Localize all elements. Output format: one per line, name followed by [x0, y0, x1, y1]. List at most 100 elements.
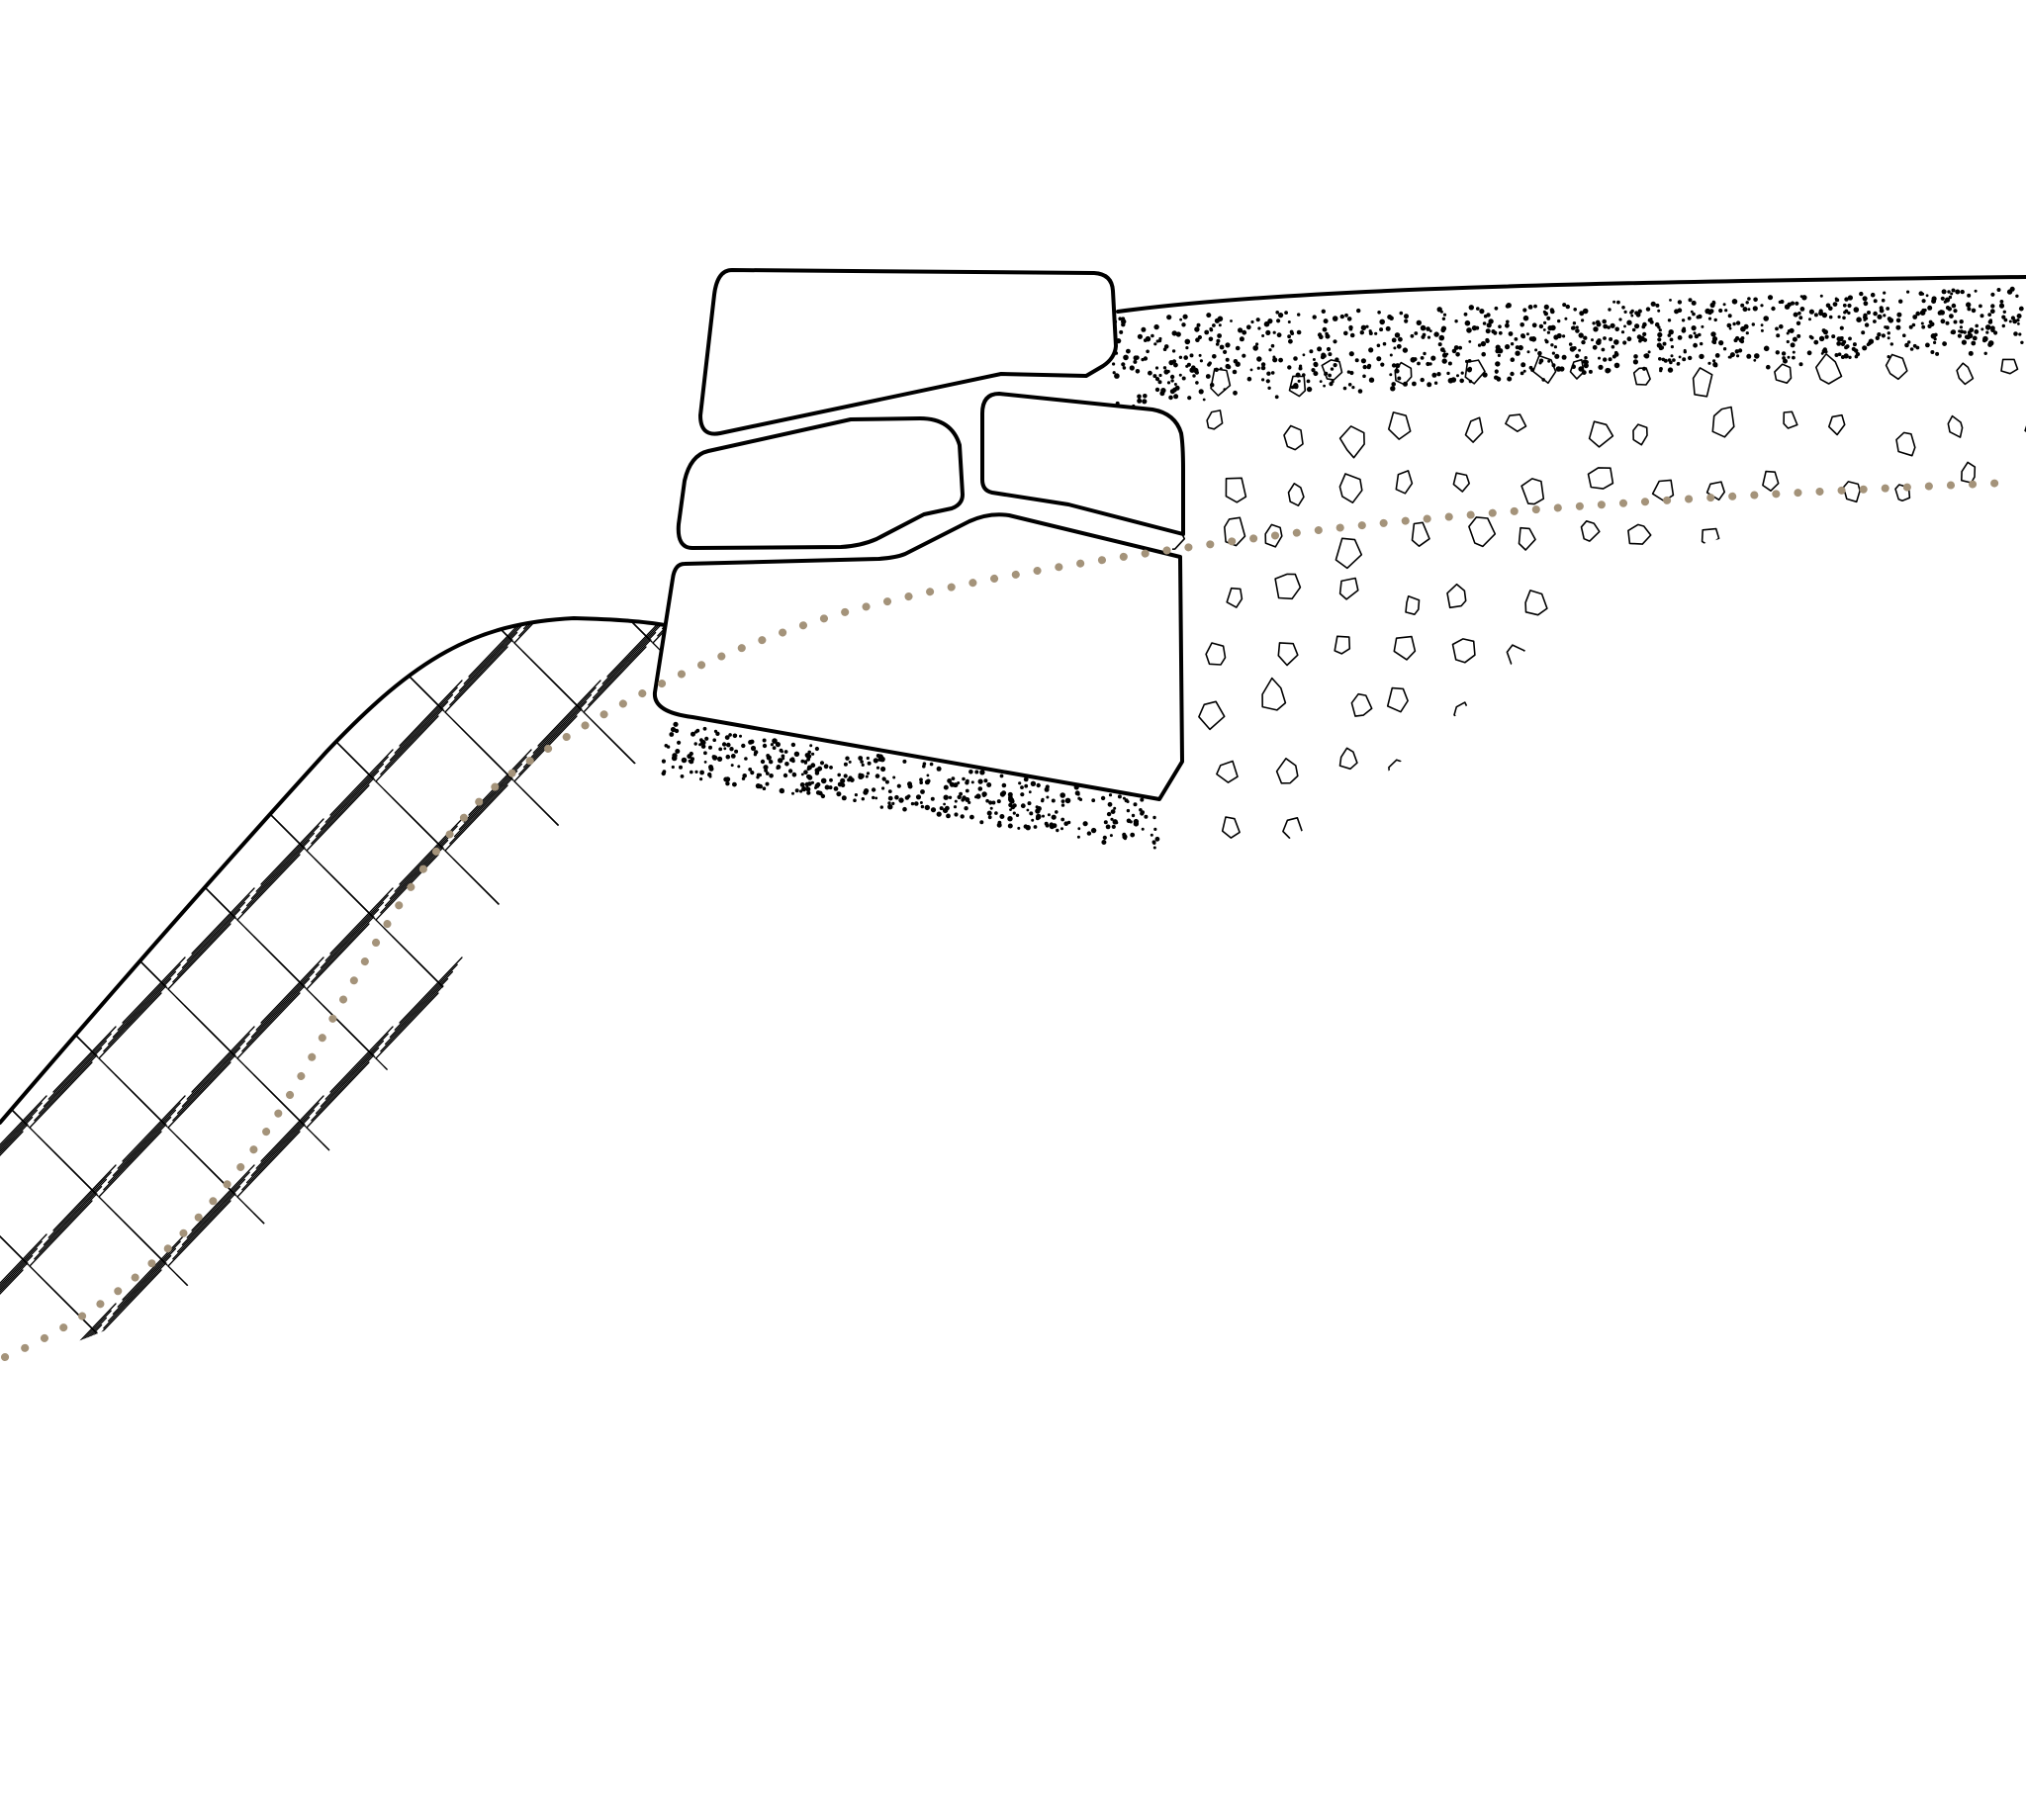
hatch-stroke	[98, 780, 162, 845]
stipple-dot	[1931, 296, 1937, 302]
hatch-stroke	[652, 1196, 665, 1260]
stipple-dot	[1533, 304, 1537, 309]
hatch-stroke	[98, 992, 162, 1059]
stipple-dot	[1219, 344, 1225, 350]
stipple-dot	[1154, 387, 1160, 393]
stipple-dot	[986, 810, 992, 816]
hatch-stroke	[172, 1193, 236, 1260]
hatch-stroke	[527, 970, 593, 1039]
stipple-dot	[1313, 371, 1319, 377]
hatch-stroke	[0, 992, 24, 1059]
stipple-dot	[1572, 346, 1577, 350]
stipple-dot	[1209, 326, 1213, 331]
stipple-dot	[1752, 306, 1758, 312]
hatch-stroke	[468, 618, 532, 678]
stipple-dot	[1691, 325, 1697, 331]
stipple-dot	[1256, 356, 1262, 362]
stipple-dot	[1238, 327, 1243, 333]
hatch-stroke	[47, 1310, 112, 1365]
stipple-dot	[946, 813, 951, 819]
stipple-dot	[694, 770, 698, 774]
stipple-dot	[691, 757, 694, 762]
hatch-stroke	[278, 683, 307, 712]
hatch-stroke	[70, 891, 99, 920]
stipple-dot	[1166, 369, 1170, 374]
hatch-stroke	[123, 542, 185, 607]
stipple-dot	[1399, 311, 1404, 316]
hatch-stroke	[449, 777, 513, 845]
stipple-dot	[848, 760, 852, 764]
stipple-dot	[1562, 303, 1567, 308]
stipple-dot	[1395, 363, 1401, 369]
stipple-dot	[1440, 327, 1446, 333]
stipple-dot	[887, 804, 893, 810]
stipple-dot	[1328, 352, 1333, 357]
pebble	[1388, 411, 1412, 440]
hatch-stroke	[167, 784, 231, 852]
stipple-dot	[1864, 317, 1869, 320]
hatch-stroke	[123, 667, 166, 710]
stipple-dot	[1476, 307, 1480, 311]
hatch-stroke	[315, 631, 380, 699]
hatch-stroke	[0, 847, 29, 914]
hatch-stroke	[2, 1377, 29, 1404]
hatch-stroke	[468, 887, 532, 955]
stipple-dot	[879, 756, 885, 763]
stipple-dot	[669, 732, 675, 737]
stipple-dot	[1302, 353, 1306, 357]
hatch-stroke	[107, 618, 172, 630]
stipple-dot	[1886, 307, 1890, 311]
stipple-dot	[1581, 370, 1587, 375]
stipple-dot	[1122, 366, 1127, 370]
stipple-dot	[1001, 790, 1007, 796]
stipple-dot	[1356, 308, 1361, 314]
hatch-stroke	[606, 749, 665, 816]
stipple-dot	[1792, 355, 1796, 360]
bedding-stipple	[661, 721, 1160, 850]
pebble	[1518, 526, 1536, 551]
hatch-stroke	[592, 631, 657, 699]
stipple-dot	[704, 736, 709, 741]
stipple-dot	[1588, 369, 1593, 374]
stipple-dot	[1313, 362, 1319, 368]
hatch-stroke	[463, 1171, 527, 1238]
hatch-stroke	[383, 1065, 440, 1123]
hatch-stroke	[0, 854, 24, 921]
stipple-dot	[677, 740, 682, 745]
stipple-dot	[1133, 359, 1138, 364]
hatch-stroke	[176, 770, 241, 838]
stipple-dot	[1939, 310, 1945, 316]
pebble	[1588, 420, 1614, 448]
stipple-dot	[1598, 364, 1604, 370]
stipple-dot	[2018, 332, 2022, 336]
stipple-dot	[1873, 311, 1878, 317]
stipple-dot	[792, 772, 796, 775]
hatch-stroke	[329, 749, 394, 816]
hatch-stroke	[0, 542, 46, 607]
stipple-dot	[1883, 314, 1887, 318]
stipple-dot	[1284, 311, 1288, 315]
hatch-stroke	[0, 1369, 28, 1403]
pebble	[1221, 816, 1241, 839]
stipple-dot	[1950, 330, 1955, 334]
hatch-stroke	[241, 847, 306, 914]
hatch-stroke	[338, 1159, 375, 1196]
hatch-stroke	[103, 708, 167, 775]
hatch-stroke	[0, 839, 34, 907]
stipple-dot	[1921, 324, 1926, 329]
hatch-stroke	[453, 631, 518, 699]
stipple-dot	[1261, 378, 1265, 382]
stipple-dot	[1879, 306, 1884, 311]
hatch-stroke	[522, 700, 588, 769]
hatch-stroke	[606, 1303, 665, 1365]
hatch-stroke	[122, 818, 186, 885]
stipple-dot	[1471, 325, 1477, 331]
stipple-dot	[859, 773, 865, 779]
stipple-dot	[1121, 318, 1127, 324]
stipple-dot	[1278, 357, 1283, 363]
hatch-stroke	[468, 1164, 532, 1231]
hatch-stroke	[107, 1116, 172, 1184]
stipple-dot	[681, 757, 688, 764]
stipple-dot	[1268, 348, 1272, 352]
stipple-dot	[1842, 316, 1846, 320]
